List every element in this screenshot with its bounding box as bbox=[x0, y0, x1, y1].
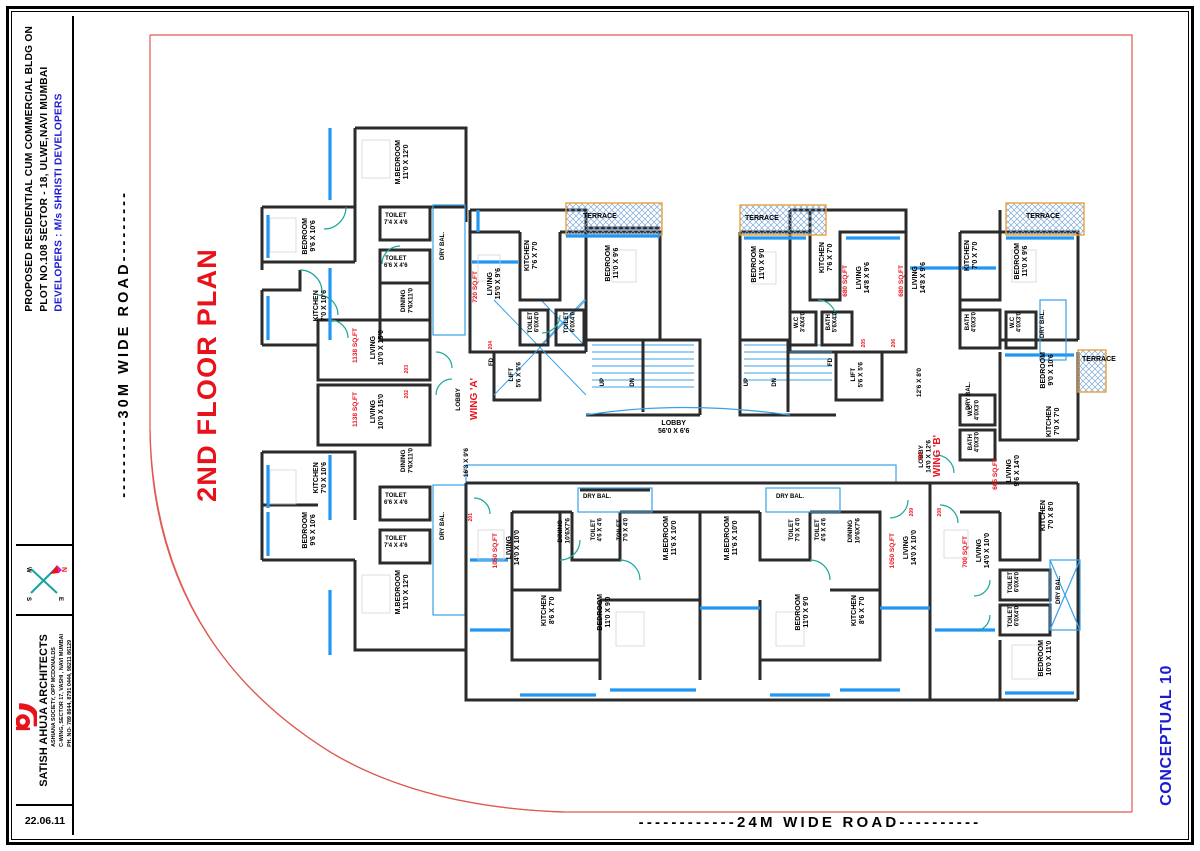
road-label-24m: ------------24M WIDE ROAD---------- bbox=[638, 813, 982, 831]
dry-bal-label-c2: DRY BAL. bbox=[776, 494, 805, 500]
road-label-30m: ----------30M WIDE ROAD--------- bbox=[116, 190, 132, 498]
staircase-b bbox=[744, 340, 832, 412]
svg-text:W: W bbox=[25, 567, 31, 573]
architect-logo-icon bbox=[16, 682, 37, 738]
bottom-wing-walls bbox=[464, 481, 1080, 702]
svg-text:S: S bbox=[25, 597, 31, 601]
revision-label: CONCEPTUAL 10 bbox=[1158, 664, 1175, 806]
sheet-border-outer bbox=[6, 6, 1194, 845]
lift-x-mid bbox=[493, 299, 587, 396]
north-arrow-cell: N S E W bbox=[16, 546, 74, 616]
title-block: PROPOSED RESIDENTIAL CUM COMMERCIAL BLDG… bbox=[16, 16, 74, 835]
architect-name: SATISH AHUJA ARCHITECTS bbox=[37, 633, 50, 787]
terrace-a3 bbox=[565, 202, 663, 236]
dry-bal-label-c1: DRY BAL. bbox=[583, 494, 612, 500]
window-strips-b1 bbox=[744, 236, 960, 270]
project-info-text: PROPOSED RESIDENTIAL CUM COMMERCIAL BLDG… bbox=[23, 26, 67, 312]
terrace-label-a3: TERRACE bbox=[583, 213, 617, 220]
project-line-1: PROPOSED RESIDENTIAL CUM COMMERCIAL BLDG… bbox=[23, 26, 35, 312]
dry-bal-b3 bbox=[1039, 299, 1067, 361]
terrace-label-b3-lower: TERRACE bbox=[1082, 356, 1116, 363]
architect-contact: ASHIANA SOCIETY, OPP MCDONALDS C-WING, S… bbox=[50, 634, 74, 747]
window-strips-a3 bbox=[472, 210, 660, 264]
project-info-cell: PROPOSED RESIDENTIAL CUM COMMERCIAL BLDG… bbox=[16, 16, 74, 546]
svg-text:N: N bbox=[60, 567, 67, 572]
staircase-a bbox=[592, 340, 694, 412]
architect-address-line-1: ASHIANA SOCIETY, OPP MCDONALDS bbox=[50, 646, 57, 747]
project-line-2: PLOT NO.108 SECTOR - 18, ULWE,NAVI MUMBA… bbox=[38, 66, 50, 312]
terrace-label-b3: TERRACE bbox=[1026, 213, 1060, 220]
dry-bal-bottom bbox=[577, 487, 1081, 631]
date-cell: 22.06.11 bbox=[16, 806, 74, 835]
architect-address-line-2: C-WING, SECTOR 17, VASHI , NAVI MUMBAI bbox=[58, 633, 65, 747]
project-line-3: DEVELOPERS : M/s SHRISTI DEVELOPERS bbox=[53, 93, 65, 312]
page-title: 2ND FLOOR PLAN bbox=[191, 248, 222, 502]
terrace-b1 bbox=[739, 204, 827, 236]
architect-phone: PH. NO- 789 8644, 8791 0444, 98211 86129 bbox=[66, 639, 73, 747]
sheet-border-inner bbox=[11, 11, 1189, 840]
compass-icon: N S E W bbox=[23, 557, 67, 603]
terrace-b3 bbox=[1005, 202, 1107, 393]
drawing-date: 22.06.11 bbox=[24, 814, 66, 827]
architect-cell: SATISH AHUJA ARCHITECTS ASHIANA SOCIETY,… bbox=[16, 616, 74, 806]
terrace-label-b1: TERRACE bbox=[745, 215, 779, 222]
svg-text:E: E bbox=[57, 597, 63, 601]
architect-text-group: SATISH AHUJA ARCHITECTS ASHIANA SOCIETY,… bbox=[38, 634, 74, 787]
